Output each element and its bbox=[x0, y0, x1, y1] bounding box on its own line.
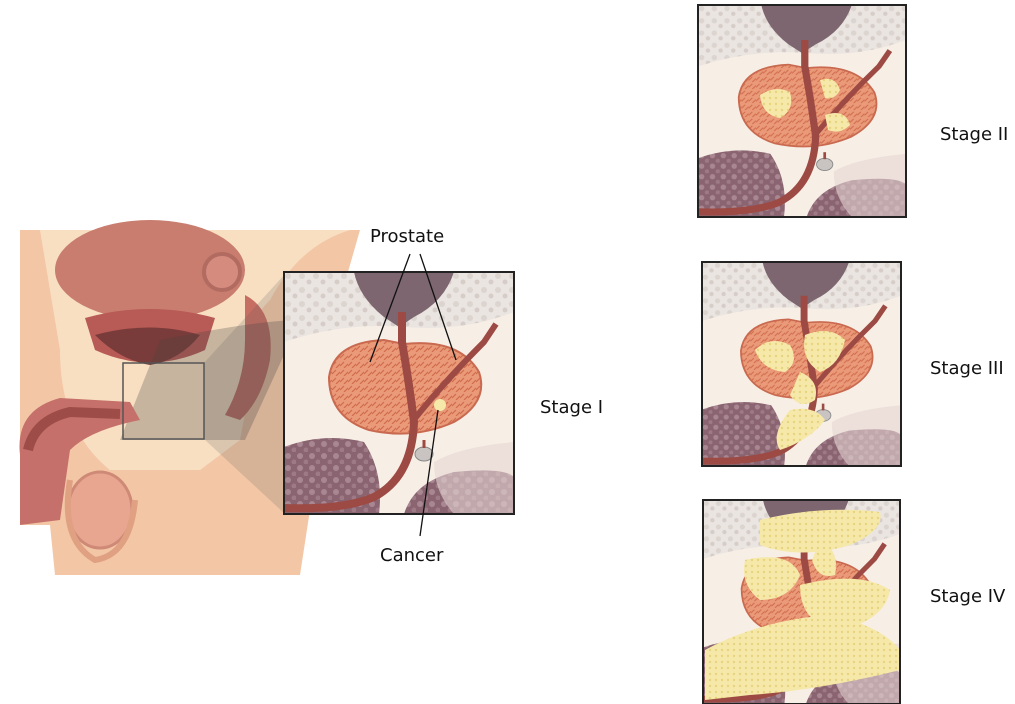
cancer-label: Cancer bbox=[380, 545, 443, 566]
prostate-label: Prostate bbox=[370, 226, 444, 247]
stage-3-panel bbox=[702, 262, 901, 466]
stage-2-panel bbox=[698, 5, 906, 217]
stage-3-label: Stage III bbox=[930, 358, 1004, 379]
stage-1-label: Stage I bbox=[540, 397, 603, 418]
stage-4-label: Stage IV bbox=[930, 586, 1005, 607]
stage-1-panel bbox=[284, 272, 514, 514]
stage-4-panel bbox=[703, 500, 900, 704]
cancer-spot bbox=[434, 399, 446, 411]
stage-2-label: Stage II bbox=[940, 124, 1008, 145]
